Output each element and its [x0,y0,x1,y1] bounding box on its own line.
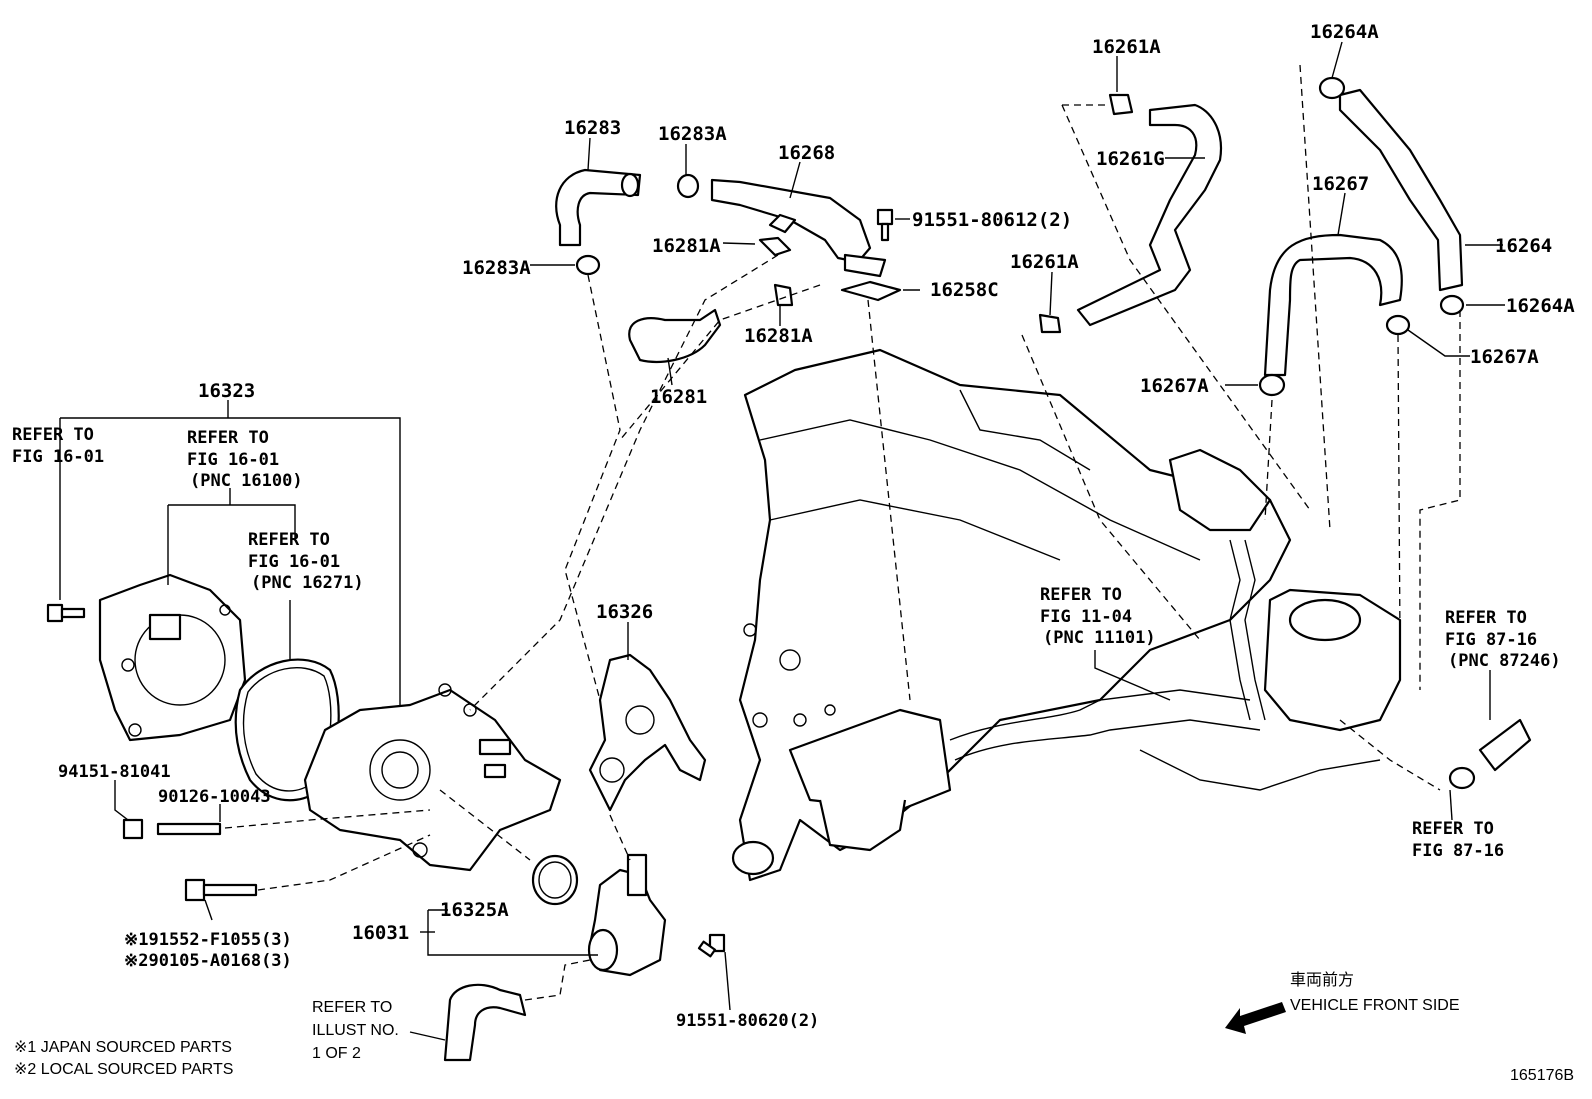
label-90105-a0168: ※290105-A0168(3) [124,951,292,971]
label-16261a-mid: 16261A [1010,251,1079,273]
label-16268: 16268 [778,142,835,164]
ref-left-line1: REFER TO [12,425,94,445]
clamp-16267a [1258,314,1411,397]
label-16325a: 16325A [440,899,509,921]
ref-8716-line1: REFER TO [1412,819,1494,839]
ref-pnc16271-line3: (PNC 16271) [251,573,364,593]
water-pump-cover [98,573,247,742]
ref-8716-line2: FIG 87-16 [1412,841,1504,861]
label-16031: 16031 [352,922,409,944]
label-16283a-left: 16283A [462,257,531,279]
label-16264a-top: 16264A [1310,21,1379,43]
label-16281a-bottom: 16281A [744,325,813,347]
ref-pnc16100-line3: (PNC 16100) [190,471,303,491]
footer: ※1 JAPAN SOURCED PARTS ※2 LOCAL SOURCED … [14,971,1574,1084]
label-91552-f1055: ※191552-F1055(3) [124,930,292,950]
engine-assembly [731,348,1402,882]
pipe-16268 [710,178,887,278]
clamp-16261a [1038,93,1134,334]
gasket-16326 [588,653,707,812]
label-16267a-right: 16267A [1470,346,1539,368]
vehicle-front-jp: 車両前方 [1290,971,1354,989]
label-16326: 16326 [596,601,653,623]
figure-id: 165176B [1510,1067,1574,1084]
hose-16264 [1338,88,1464,292]
footnote-japan-sourced: ※1 JAPAN SOURCED PARTS [14,1039,232,1056]
water-pump-16323 [303,683,562,872]
label-90126-10043: 90126-10043 [158,787,271,807]
ref-pnc11101-line3: (PNC 11101) [1043,628,1156,648]
label-16261a-top: 16261A [1092,36,1161,58]
water-inlet-16031 [587,853,667,977]
bolt-91551-80612 [876,208,894,242]
hose-16267 [1263,233,1403,377]
stud-90126-10043 [156,822,222,836]
oring-16325a [531,854,579,906]
label-16264: 16264 [1495,235,1552,257]
label-16283: 16283 [564,117,621,139]
label-94151-81041: 94151-81041 [58,762,171,782]
bolt-91551-80620 [697,933,726,958]
leader-lines [59,41,1505,1041]
clamp-16264a [1318,76,1465,316]
label-16261g: 16261G [1096,148,1165,170]
ref-pnc87246-line3: (PNC 87246) [1448,651,1561,671]
ref-illust-line1: REFER TO [312,999,392,1016]
gasket-16258c [840,280,902,302]
ref-pnc87246-line2: FIG 87-16 [1445,630,1537,650]
label-16264a-right: 16264A [1506,295,1575,317]
ref-pnc16271-line2: FIG 16-01 [248,552,340,572]
footnote-local-sourced: ※2 LOCAL SOURCED PARTS [14,1061,233,1078]
ref-illust-line3: 1 OF 2 [312,1045,361,1062]
ref-pnc11101-line1: REFER TO [1040,585,1122,605]
label-16323: 16323 [198,380,255,402]
part-labels: 16283 16283A 16268 91551-80612(2) 16281A… [58,21,1575,1031]
clamp-16281a [758,236,794,307]
hose-16261g [1076,103,1223,327]
hose-16281 [628,308,722,363]
ref-pnc16100-line1: REFER TO [187,428,269,448]
ref-pnc11101-line2: FIG 11-04 [1040,607,1132,627]
bolt-left [46,603,86,623]
ref-pnc16100-line2: FIG 16-01 [187,450,279,470]
nut-94151-81041 [122,818,144,840]
clamp-16283a [575,173,700,276]
label-16267: 16267 [1312,173,1369,195]
ref-illust-line2: ILLUST NO. [312,1022,399,1039]
label-16267a-left: 16267A [1140,375,1209,397]
dashed-connections [224,64,1461,1001]
front-arrow-icon [1225,1002,1286,1034]
label-91551-80612: 91551-80612(2) [912,209,1072,231]
label-16281: 16281 [650,386,707,408]
vehicle-front-en: VEHICLE FRONT SIDE [1290,997,1460,1014]
label-16258c: 16258C [930,279,999,301]
bolt-91552 [184,878,258,902]
hose-right-87246 [1448,718,1532,790]
label-16281a-top: 16281A [652,235,721,257]
label-91551-80620: 91551-80620(2) [676,1011,819,1031]
hose-16283 [555,168,642,247]
ref-pnc87246-line1: REFER TO [1445,608,1527,628]
hose-bottom [443,983,527,1062]
ref-left-line2: FIG 16-01 [12,447,104,467]
ref-pnc16271-line1: REFER TO [248,530,330,550]
label-16283a-top: 16283A [658,123,727,145]
reference-notes: REFER TO FIG 16-01 REFER TO FIG 16-01 (P… [12,425,1561,1062]
